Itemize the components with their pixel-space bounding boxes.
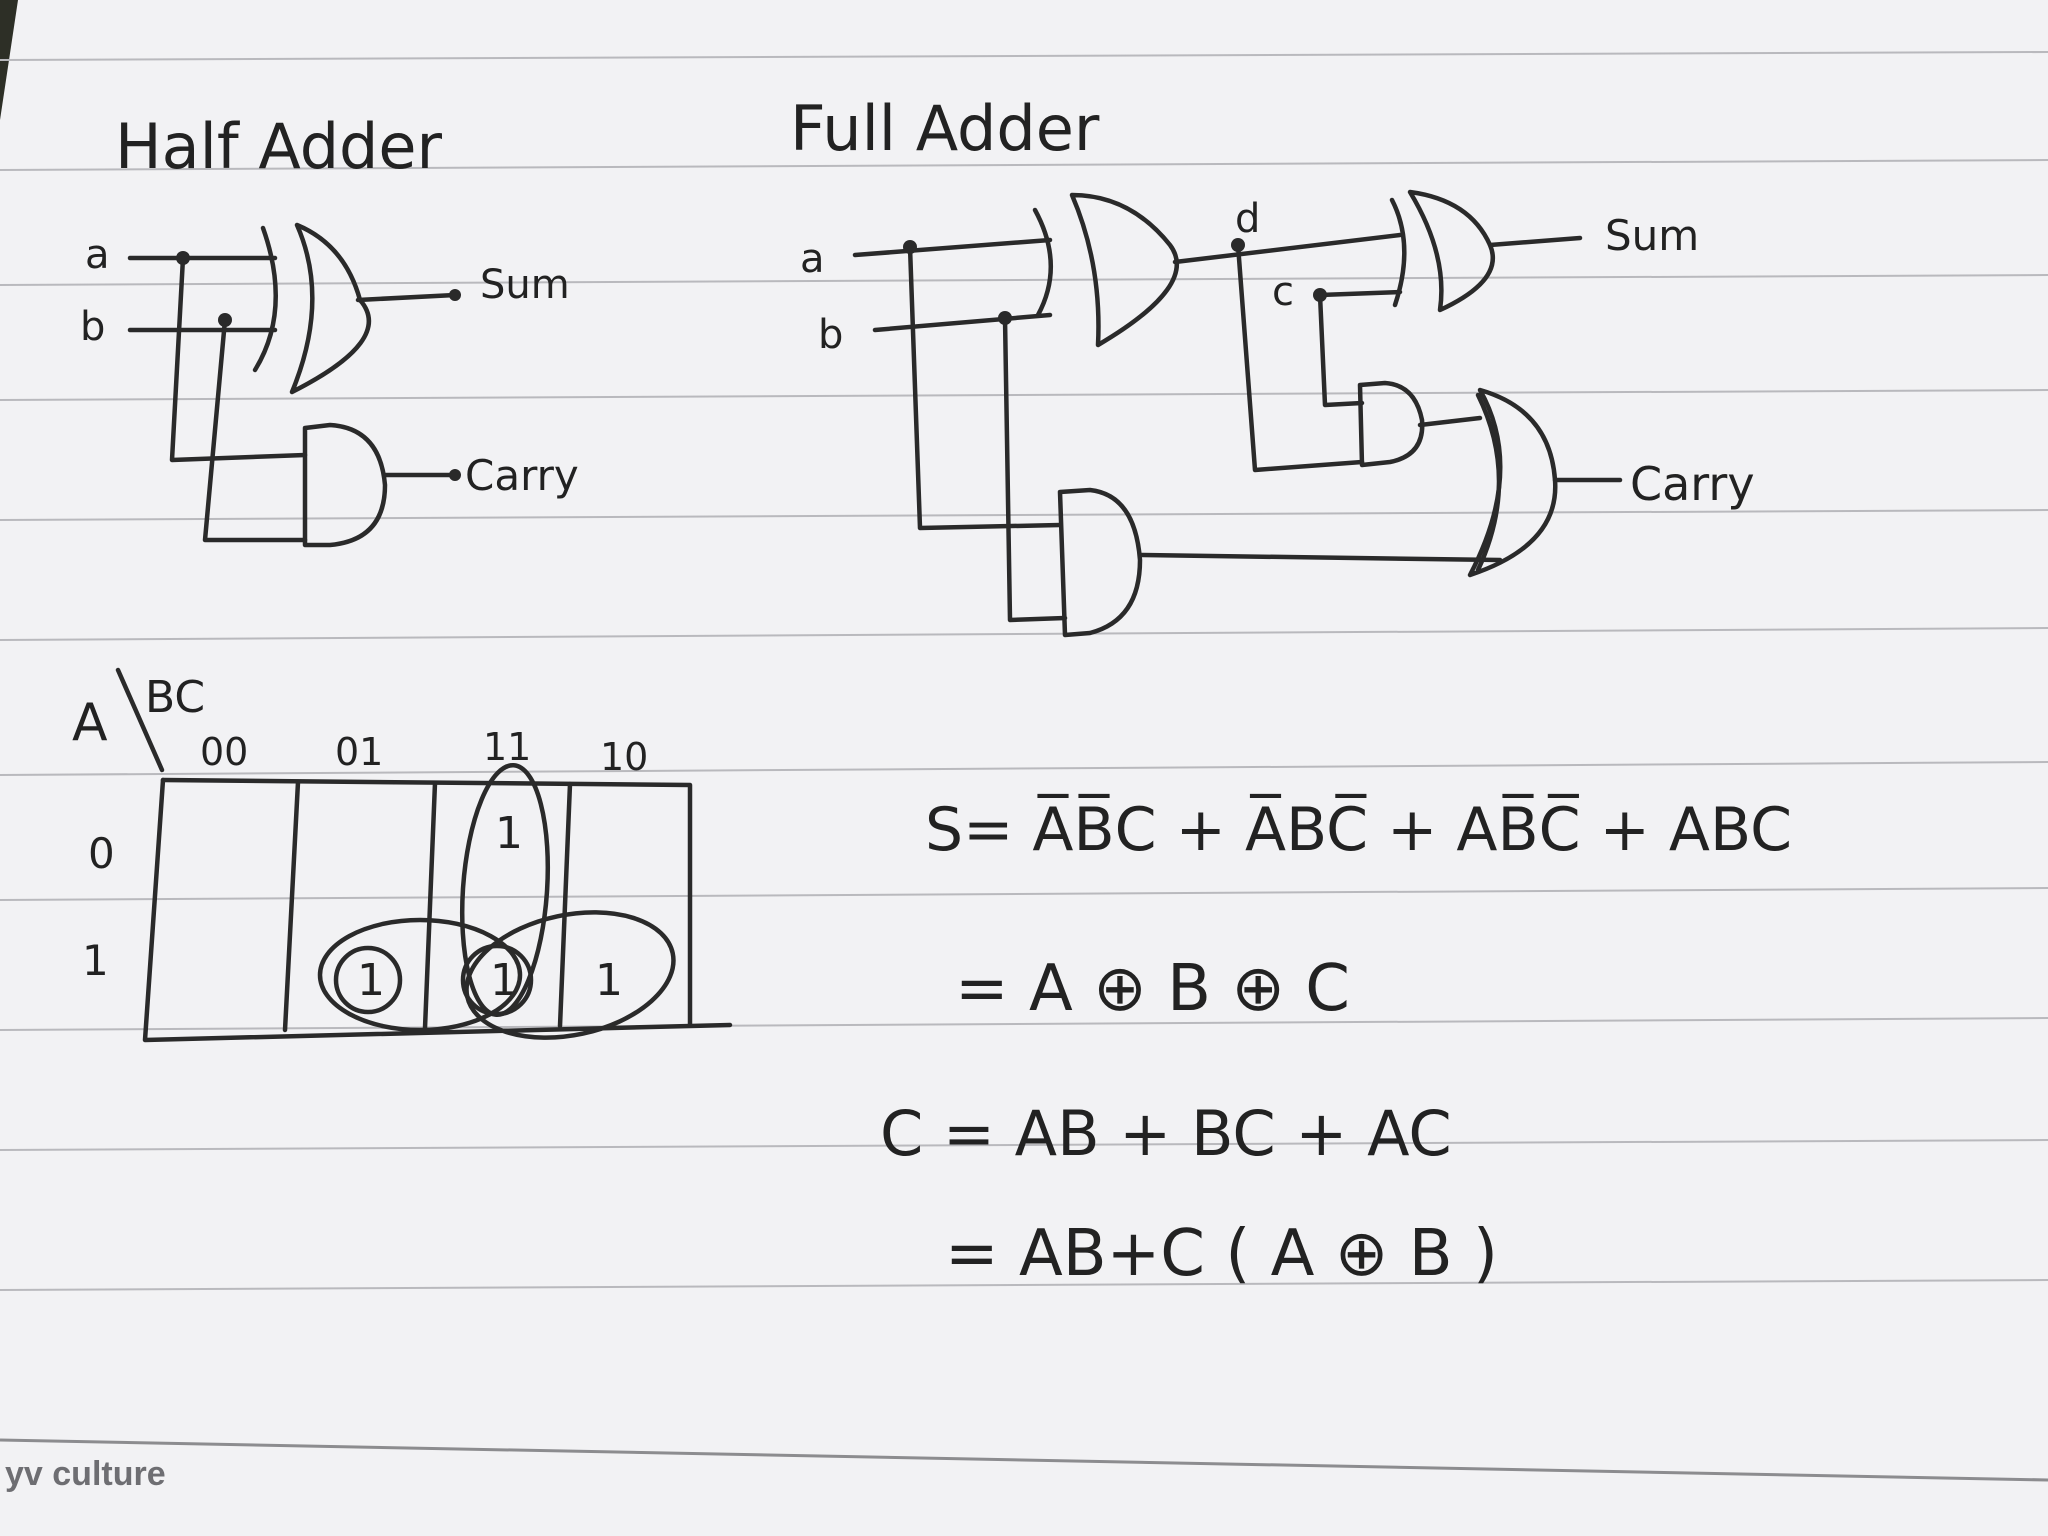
half-adder-input-b: b — [80, 304, 105, 350]
full-adder-carry-label: Carry — [1630, 457, 1755, 511]
full-adder-input-c: c — [1272, 269, 1294, 315]
half-adder-and-gate — [302, 422, 388, 548]
kmap-col-header-01: 01 — [335, 730, 383, 774]
full-adder-title: Full Adder — [790, 92, 1100, 165]
kmap-cell-0-2: 1 — [495, 808, 523, 859]
full-adder-node-d: d — [1235, 196, 1260, 242]
kmap: A BC 00 01 11 10 0 1 1 1 1 1 — [72, 667, 733, 1043]
carry-equation-line1: C = AB + BC + AC — [880, 1097, 1452, 1170]
full-adder-and-gate-1 — [1357, 380, 1425, 468]
kmap-col-header-11: 11 — [483, 725, 531, 769]
full-adder-or-gate — [1467, 387, 1558, 578]
half-adder-title: Half Adder — [115, 110, 443, 183]
kmap-cell-1-1: 1 — [357, 955, 385, 1006]
ruled-lines — [0, 51, 2048, 1482]
half-adder-sum-label: Sum — [480, 262, 570, 308]
kmap-group-ab — [317, 917, 523, 1033]
full-adder-sum-label: Sum — [1605, 211, 1699, 260]
half-adder-carry-label: Carry — [465, 451, 579, 500]
full-adder-and-gate-2 — [1057, 487, 1143, 638]
half-adder-input-a: a — [85, 232, 110, 278]
full-adder-input-a: a — [800, 236, 825, 282]
kmap-col-var: BC — [145, 672, 205, 723]
sum-equation-line2: = A ⊕ B ⊕ C — [955, 952, 1350, 1026]
kmap-row-header-1: 1 — [82, 936, 109, 985]
full-adder-xor-gate-1 — [1032, 192, 1180, 348]
kmap-cell-1-2-circle — [460, 943, 534, 1017]
full-adder-input-b: b — [818, 312, 843, 358]
full-adder-xor-gate-2 — [1389, 189, 1496, 313]
half-adder-wires — [127, 251, 461, 543]
footer-brand: yv culture — [5, 1455, 166, 1493]
full-adder-wires — [852, 232, 1623, 623]
kmap-cell-1-2: 1 — [490, 955, 518, 1006]
sum-equation-line1: S= A̅B̅C + A̅BC̅ + AB̅C̅ + ABC — [925, 792, 1792, 865]
kmap-cell-1-3: 1 — [595, 955, 623, 1006]
half-adder-xor-gate — [252, 222, 372, 395]
carry-equation-line2: = AB+C ( A ⊕ B ) — [945, 1217, 1498, 1291]
kmap-cell-1-1-circle — [333, 945, 403, 1015]
kmap-col-header-00: 00 — [200, 730, 248, 774]
kmap-row-header-0: 0 — [88, 829, 115, 878]
kmap-row-var: A — [72, 693, 108, 753]
kmap-col-header-10: 10 — [600, 735, 648, 779]
